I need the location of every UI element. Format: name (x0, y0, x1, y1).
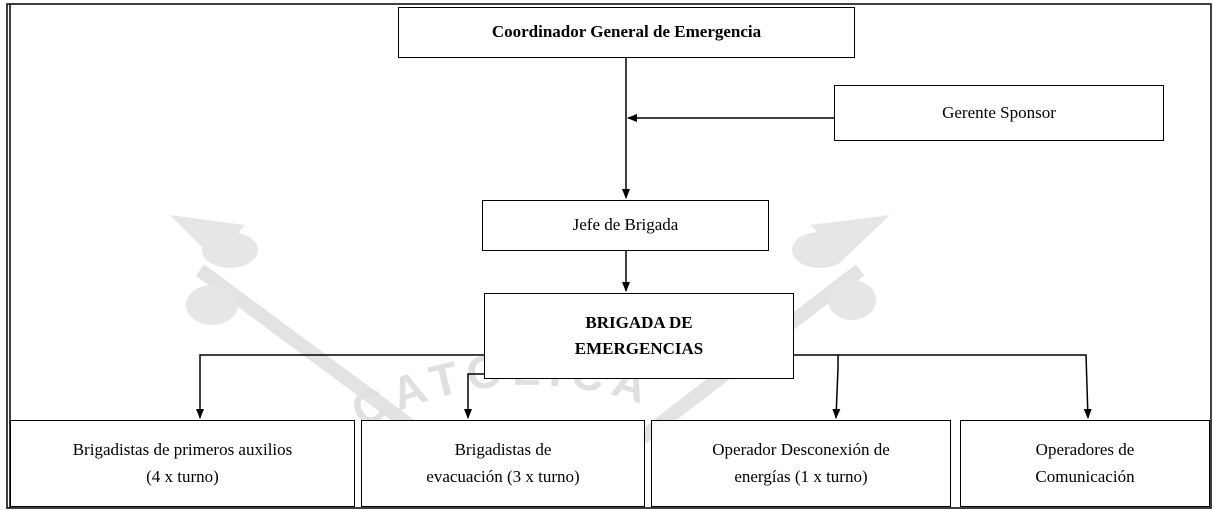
energy-disconnect-label-line2: energías (1 x turno) (734, 466, 868, 486)
coordinator-label: Coordinador General de Emergencia (491, 22, 762, 42)
communications-label-line2: Comunicación (1035, 466, 1135, 486)
evacuation-label-line1: Brigadistas de (454, 440, 552, 460)
communications-box: Operadores de Comunicación (960, 420, 1210, 507)
evacuation-label-line2: evacuación (3 x turno) (426, 466, 580, 486)
brigade-label-line1: BRIGADA DE (585, 312, 693, 332)
sponsor-box: Gerente Sponsor (834, 85, 1164, 141)
brigade-label-line2: EMERGENCIAS (574, 339, 704, 358)
coordinator-box: Coordinador General de Emergencia (398, 7, 855, 58)
first-aid-label-line2: (4 x turno) (146, 466, 219, 486)
evacuation-box: Brigadistas de evacuación (3 x turno) (361, 420, 645, 507)
brigade-box: BRIGADA DE EMERGENCIAS (484, 293, 794, 379)
communications-label-line1: Operadores de (1035, 440, 1135, 460)
energy-disconnect-box: Operador Desconexión de energías (1 x tu… (651, 420, 951, 507)
chief-label: Jefe de Brigada (572, 215, 679, 235)
chief-box: Jefe de Brigada (482, 200, 769, 251)
first-aid-box: Brigadistas de primeros auxilios (4 x tu… (10, 420, 355, 507)
energy-disconnect-label-line1: Operador Desconexión de (712, 440, 890, 460)
sponsor-label: Gerente Sponsor (942, 102, 1056, 122)
first-aid-label-line1: Brigadistas de primeros auxilios (72, 440, 293, 460)
